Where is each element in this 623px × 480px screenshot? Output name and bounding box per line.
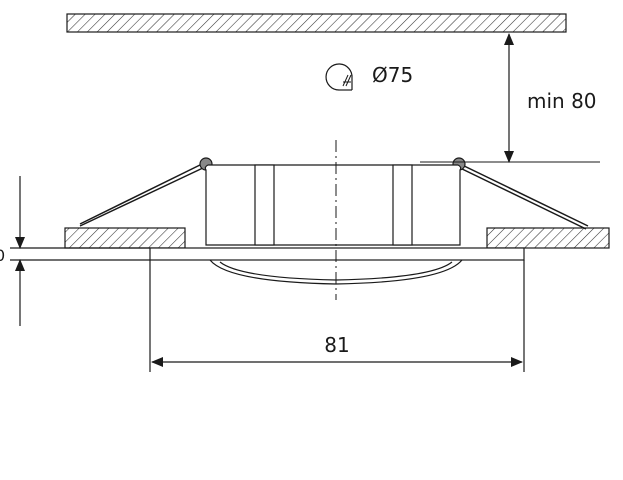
cutout-diameter-label: Ø75 [372,63,413,87]
min-clearance-label: min 80 [527,89,597,113]
overall-width-label: 81 [324,333,349,357]
ceiling-panel-left [64,227,186,249]
ceiling-panel-right [486,227,610,249]
left-edge-fragment-label: 0 [0,246,5,265]
spring-clip-left [79,157,213,227]
ceiling-slab [66,13,567,33]
flange-thickness-dimension [10,176,150,326]
spring-clip-right [452,157,589,230]
overall-width-dimension [149,260,525,372]
trim-flange [149,247,525,261]
fixture-housing [204,164,462,246]
drill-hole-icon [325,63,353,91]
